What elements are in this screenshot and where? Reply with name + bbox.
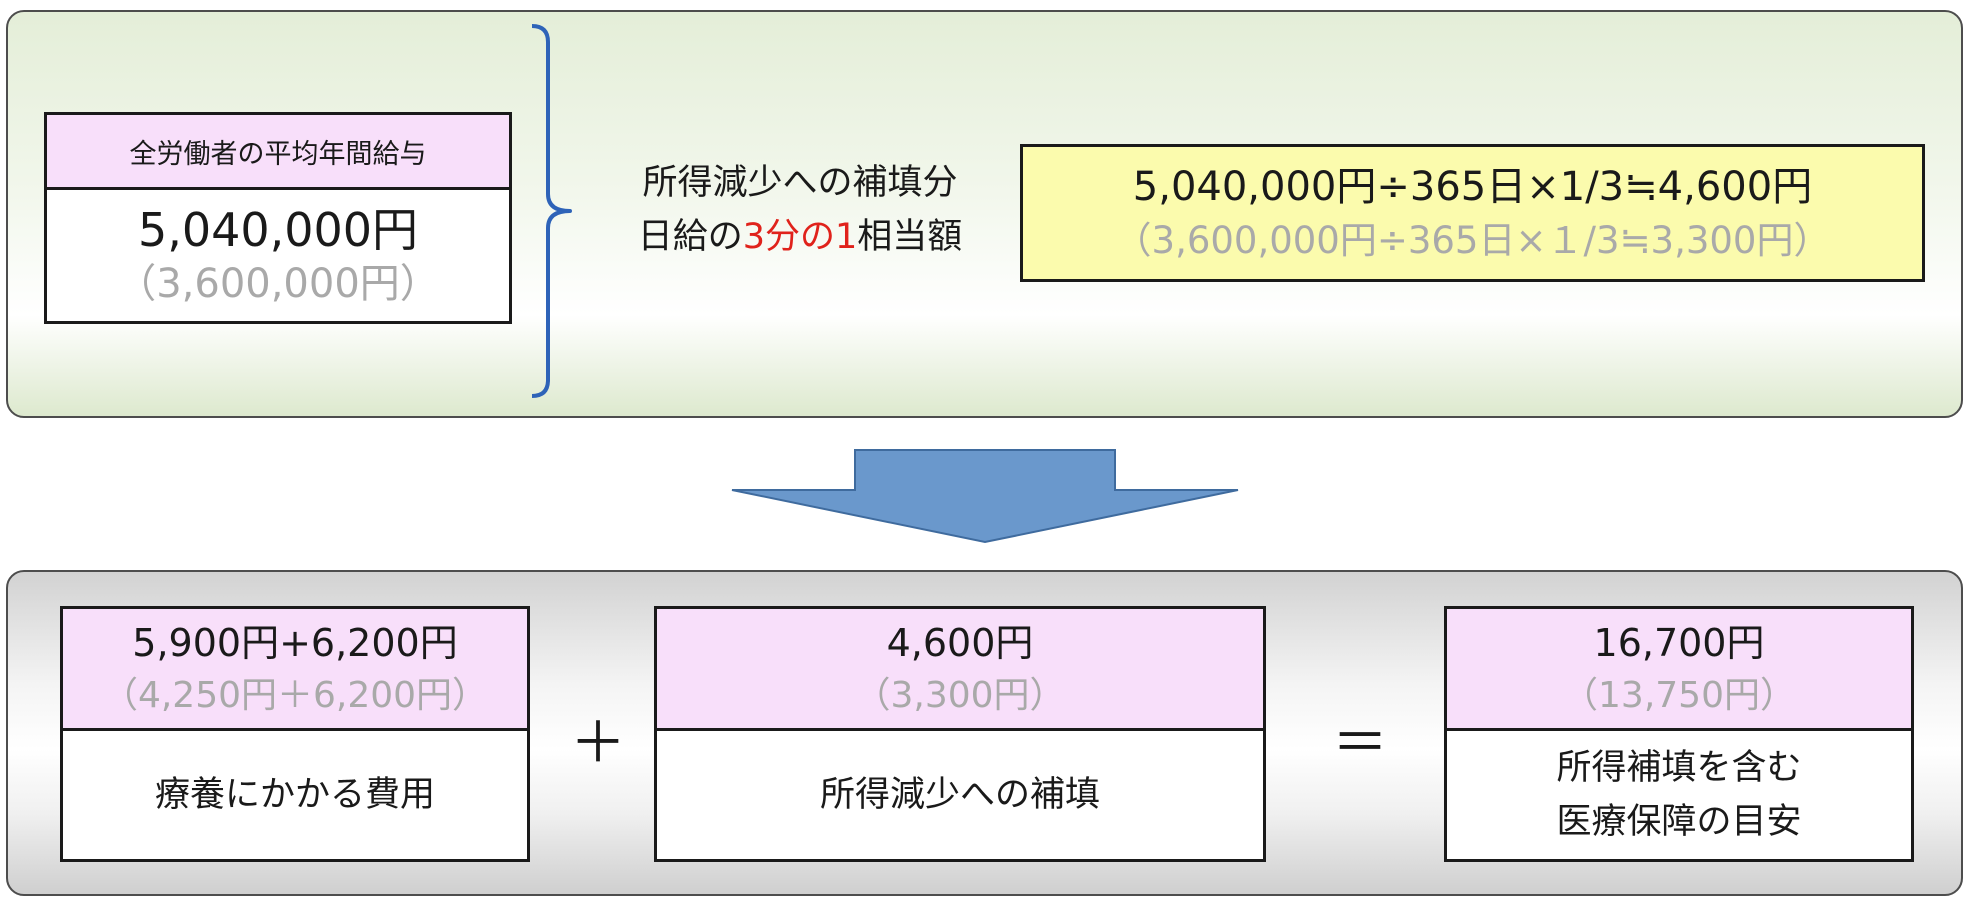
curly-brace-icon [532,24,572,398]
average-salary-header: 全労働者の平均年間給与 [47,115,509,190]
average-salary-amount-alt: （3,600,000円） [116,260,440,307]
income-compensation-value: 4,600円 [886,620,1034,665]
income-compensation-highlight: 3分の1 [742,217,858,257]
income-compensation-box-label: 所得減少への補填 [819,775,1100,815]
equals-sign: ＝ [1332,711,1388,776]
total-label-cell: 所得補填を含む 医療保障の目安 [1447,731,1911,859]
average-salary-body: 5,040,000円 （3,600,000円） [47,190,509,321]
medical-cost-value: 5,900円+6,200円 [132,620,458,665]
income-compensation-line1: 所得減少への補填分 [642,163,958,203]
daily-wage-formula-alt: （3,600,000円÷365日×１/3≒3,300円） [1114,219,1831,262]
average-salary-amount: 5,040,000円 [137,202,419,257]
total-value-alt: （13,750円） [1562,674,1796,716]
medical-cost-value-alt: （4,250円＋6,200円） [101,674,489,716]
total-label-line1: 所得補填を含む [1556,748,1802,788]
income-compensation-value-alt: （3,300円） [854,674,1066,716]
total-value: 16,700円 [1593,620,1765,665]
income-compensation-prefix: 日給の [637,217,743,257]
down-arrow-icon [731,449,1239,544]
income-compensation-box: 4,600円 （3,300円） 所得減少への補填 [654,606,1266,862]
income-compensation-label: 所得減少への補填分 日給の3分の1相当額 [600,156,1000,264]
income-compensation-line2: 日給の3分の1相当額 [600,210,1000,264]
medical-cost-box: 5,900円+6,200円 （4,250円＋6,200円） 療養にかかる費用 [60,606,530,862]
plus-sign: ＋ [570,711,626,776]
daily-wage-formula-box: 5,040,000円÷365日×1/3≒4,600円 （3,600,000円÷3… [1020,144,1925,282]
income-compensation-suffix: 相当額 [857,217,963,257]
medical-cost-label-cell: 療養にかかる費用 [63,731,527,859]
daily-wage-formula: 5,040,000円÷365日×1/3≒4,600円 [1132,164,1813,210]
income-compensation-label-cell: 所得減少への補填 [657,731,1263,859]
total-label-line2: 医療保障の目安 [1556,802,1802,842]
medical-cost-label: 療養にかかる費用 [154,775,435,815]
average-salary-box: 全労働者の平均年間給与 5,040,000円 （3,600,000円） [44,112,512,324]
income-compensation-value-cell: 4,600円 （3,300円） [657,609,1263,731]
total-medical-coverage-box: 16,700円 （13,750円） 所得補填を含む 医療保障の目安 [1444,606,1914,862]
average-salary-header-text: 全労働者の平均年間給与 [129,138,427,170]
total-value-cell: 16,700円 （13,750円） [1447,609,1911,731]
medical-cost-value-cell: 5,900円+6,200円 （4,250円＋6,200円） [63,609,527,731]
